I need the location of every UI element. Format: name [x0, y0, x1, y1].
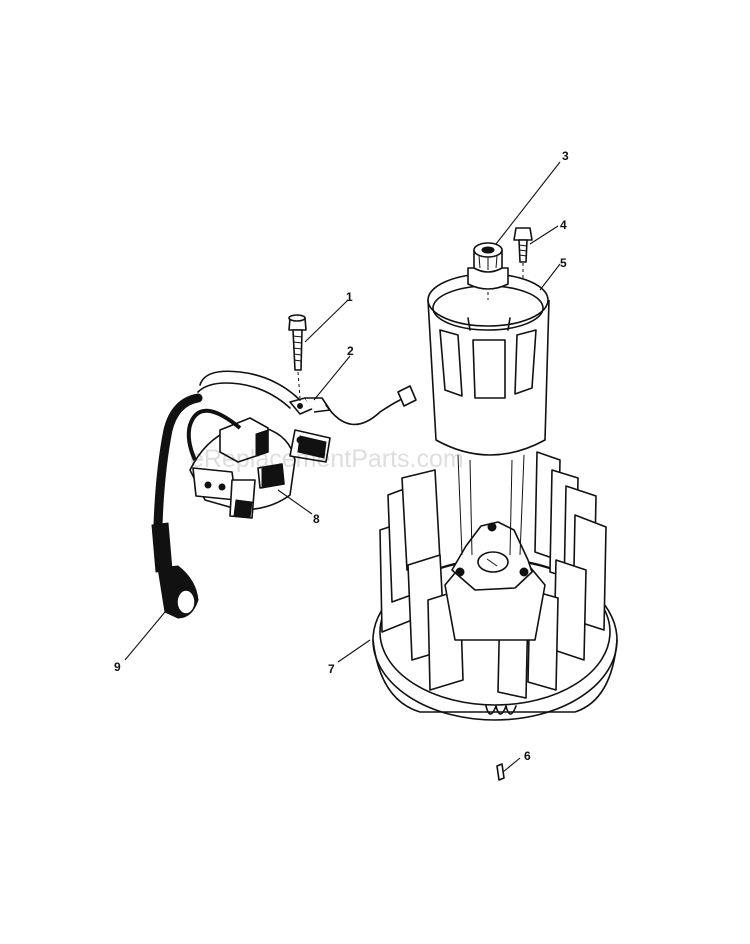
callout-7: 7: [328, 662, 335, 676]
callout-1: 1: [346, 290, 353, 304]
leader-line-5: [539, 263, 561, 291]
callout-5: 5: [560, 256, 567, 270]
watermark-text: eReplacementParts.com: [190, 445, 464, 473]
leader-line-2: [313, 355, 351, 401]
screw-icon-part1: [288, 314, 307, 399]
ground-terminal-icon: [289, 385, 417, 426]
callout-6: 6: [524, 749, 531, 763]
leader-line-1: [304, 299, 349, 343]
flywheel-key-icon: [496, 763, 505, 781]
callout-9: 9: [114, 660, 121, 674]
leader-line-4: [529, 225, 559, 245]
rotating-screen-icon: [427, 273, 550, 556]
leader-line-7: [337, 639, 371, 663]
leader-line-9: [124, 611, 166, 661]
flywheel-icon: [372, 451, 618, 721]
leader-line-8: [277, 489, 313, 515]
callout-8: 8: [313, 512, 320, 526]
callout-3: 3: [562, 149, 569, 163]
callout-2: 2: [347, 344, 354, 358]
screw-icon: [513, 227, 533, 278]
spark-plug-boot-icon: [151, 393, 242, 619]
leader-line-3: [495, 161, 561, 245]
ignition-module-icon: [189, 370, 331, 519]
flywheel-nut-icon: [467, 242, 509, 300]
callout-4: 4: [560, 218, 567, 232]
leader-line-6: [502, 757, 521, 773]
